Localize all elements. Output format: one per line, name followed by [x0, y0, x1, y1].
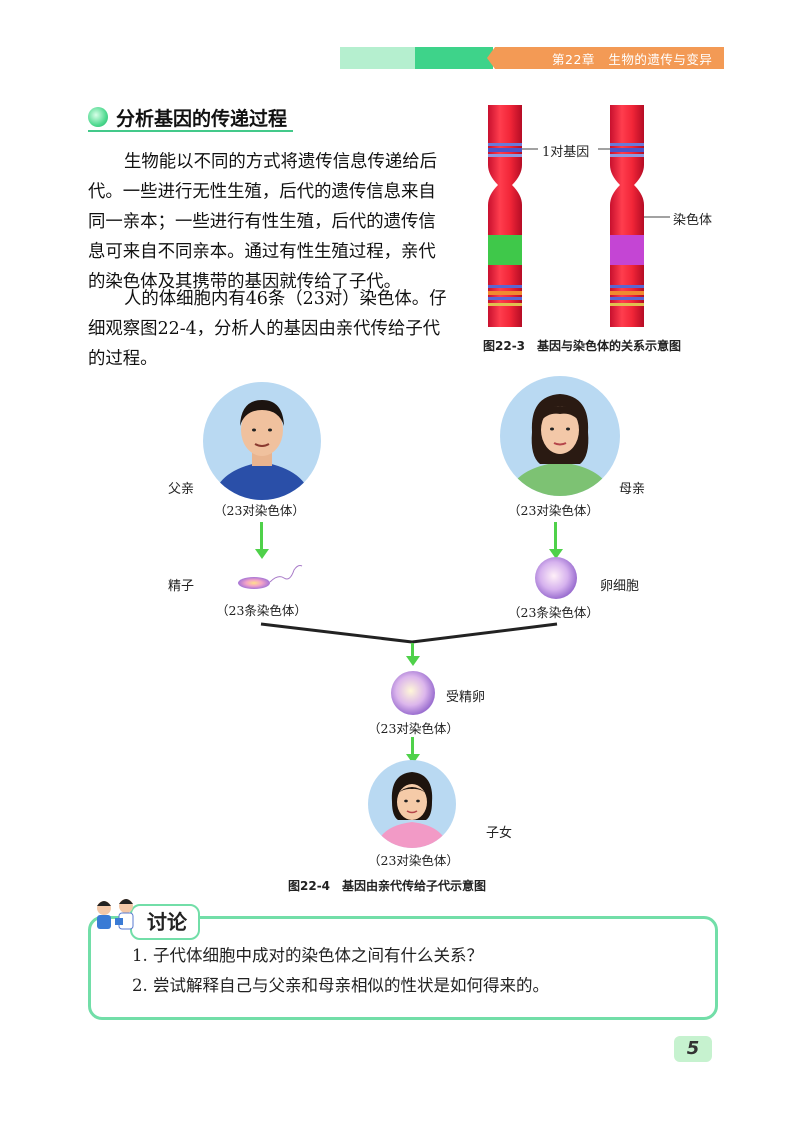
header-band-light: [340, 47, 415, 69]
section-bullet-icon: [88, 107, 108, 127]
father-label: 父亲: [168, 482, 195, 497]
mother-chromosome-count: （23对染色体）: [508, 503, 599, 518]
section-underline: [88, 130, 293, 132]
paragraph-2: 人的体细胞内有46条（23对）染色体。仔 细观察图22-4，分析人的基因由亲代传…: [88, 284, 468, 374]
page-number: 5: [674, 1036, 712, 1062]
sperm-icon: [238, 565, 303, 589]
chromosome-diagram: [488, 105, 670, 327]
fertilization-connector: [260, 622, 558, 644]
arrow-head-icon: [548, 549, 563, 559]
paragraph-line: 细观察图22-4，分析人的基因由亲代传给子代: [88, 319, 441, 339]
arrow-to-zygote: [411, 643, 414, 657]
header-band-orange: [487, 47, 724, 69]
discussion-question-2: 2. 尝试解释自己与父亲和母亲相似的性状是如何得来的。: [132, 976, 549, 995]
sperm-chromosome-count: （23条染色体）: [216, 603, 307, 618]
child-chromosome-count: （23对染色体）: [368, 853, 459, 868]
arrow-to-child: [411, 737, 414, 755]
sperm-label: 精子: [168, 579, 195, 594]
chapter-number: 第22章: [552, 52, 595, 67]
chapter-title: 生物的遗传与变异: [608, 52, 713, 67]
gene-pair-label: 1对基因: [542, 145, 590, 160]
mother-photo: [500, 376, 620, 496]
arrow-head-icon: [405, 754, 420, 764]
paragraph-line: 人的体细胞内有46条（23对）染色体。仔: [124, 289, 447, 309]
zygote-icon: [391, 671, 435, 715]
chromosome-label: 染色体: [673, 213, 713, 228]
zygote-chromosome-count: （23对染色体）: [368, 721, 459, 736]
chromosome-right: [610, 105, 644, 327]
chapter-header: 第22章 生物的遗传与变异: [552, 49, 712, 68]
discussion-title: 讨论: [147, 910, 187, 934]
header-band-green: [415, 47, 493, 69]
paragraph-1: 生物能以不同的方式将遗传信息传递给后 代。一些进行无性生殖，后代的遗传信息来自 …: [88, 147, 468, 297]
figure-22-4-caption: 图22-4 基因由亲代传给子代示意图: [288, 879, 487, 893]
figure-22-3-caption: 图22-3 基因与染色体的关系示意图: [483, 339, 682, 353]
students-icon: [97, 899, 134, 930]
child-label: 子女: [486, 826, 513, 841]
chromosome-left: [488, 105, 522, 327]
paragraph-line: 生物能以不同的方式将遗传信息传递给后: [124, 152, 438, 172]
mother-label: 母亲: [619, 482, 646, 497]
arrow-head-icon: [405, 656, 420, 666]
zygote-label: 受精卵: [446, 690, 486, 705]
discussion-question-1: 1. 子代体细胞中成对的染色体之间有什么关系？: [132, 946, 483, 965]
arrow-father-to-sperm: [260, 522, 263, 550]
egg-chromosome-count: （23条染色体）: [508, 605, 599, 620]
section-title: 分析基因的传递过程: [116, 108, 288, 130]
egg-cell-icon: [535, 557, 577, 599]
paragraph-line: 代。一些进行无性生殖，后代的遗传信息来自: [88, 182, 436, 202]
father-photo: [203, 382, 321, 500]
arrow-head-icon: [254, 549, 269, 559]
paragraph-line: 同一亲本；一些进行有性生殖，后代的遗传信: [88, 212, 436, 232]
paragraph-line: 的过程。: [88, 349, 158, 369]
paragraph-line: 息可来自不同亲本。通过有性生殖过程，亲代: [88, 242, 436, 262]
arrow-mother-to-egg: [554, 522, 557, 550]
child-photo: [368, 760, 456, 848]
paragraph-line: 的染色体及其携带的基因就传给了子代。: [88, 272, 402, 292]
father-chromosome-count: （23对染色体）: [214, 503, 305, 518]
egg-label: 卵细胞: [600, 579, 640, 594]
